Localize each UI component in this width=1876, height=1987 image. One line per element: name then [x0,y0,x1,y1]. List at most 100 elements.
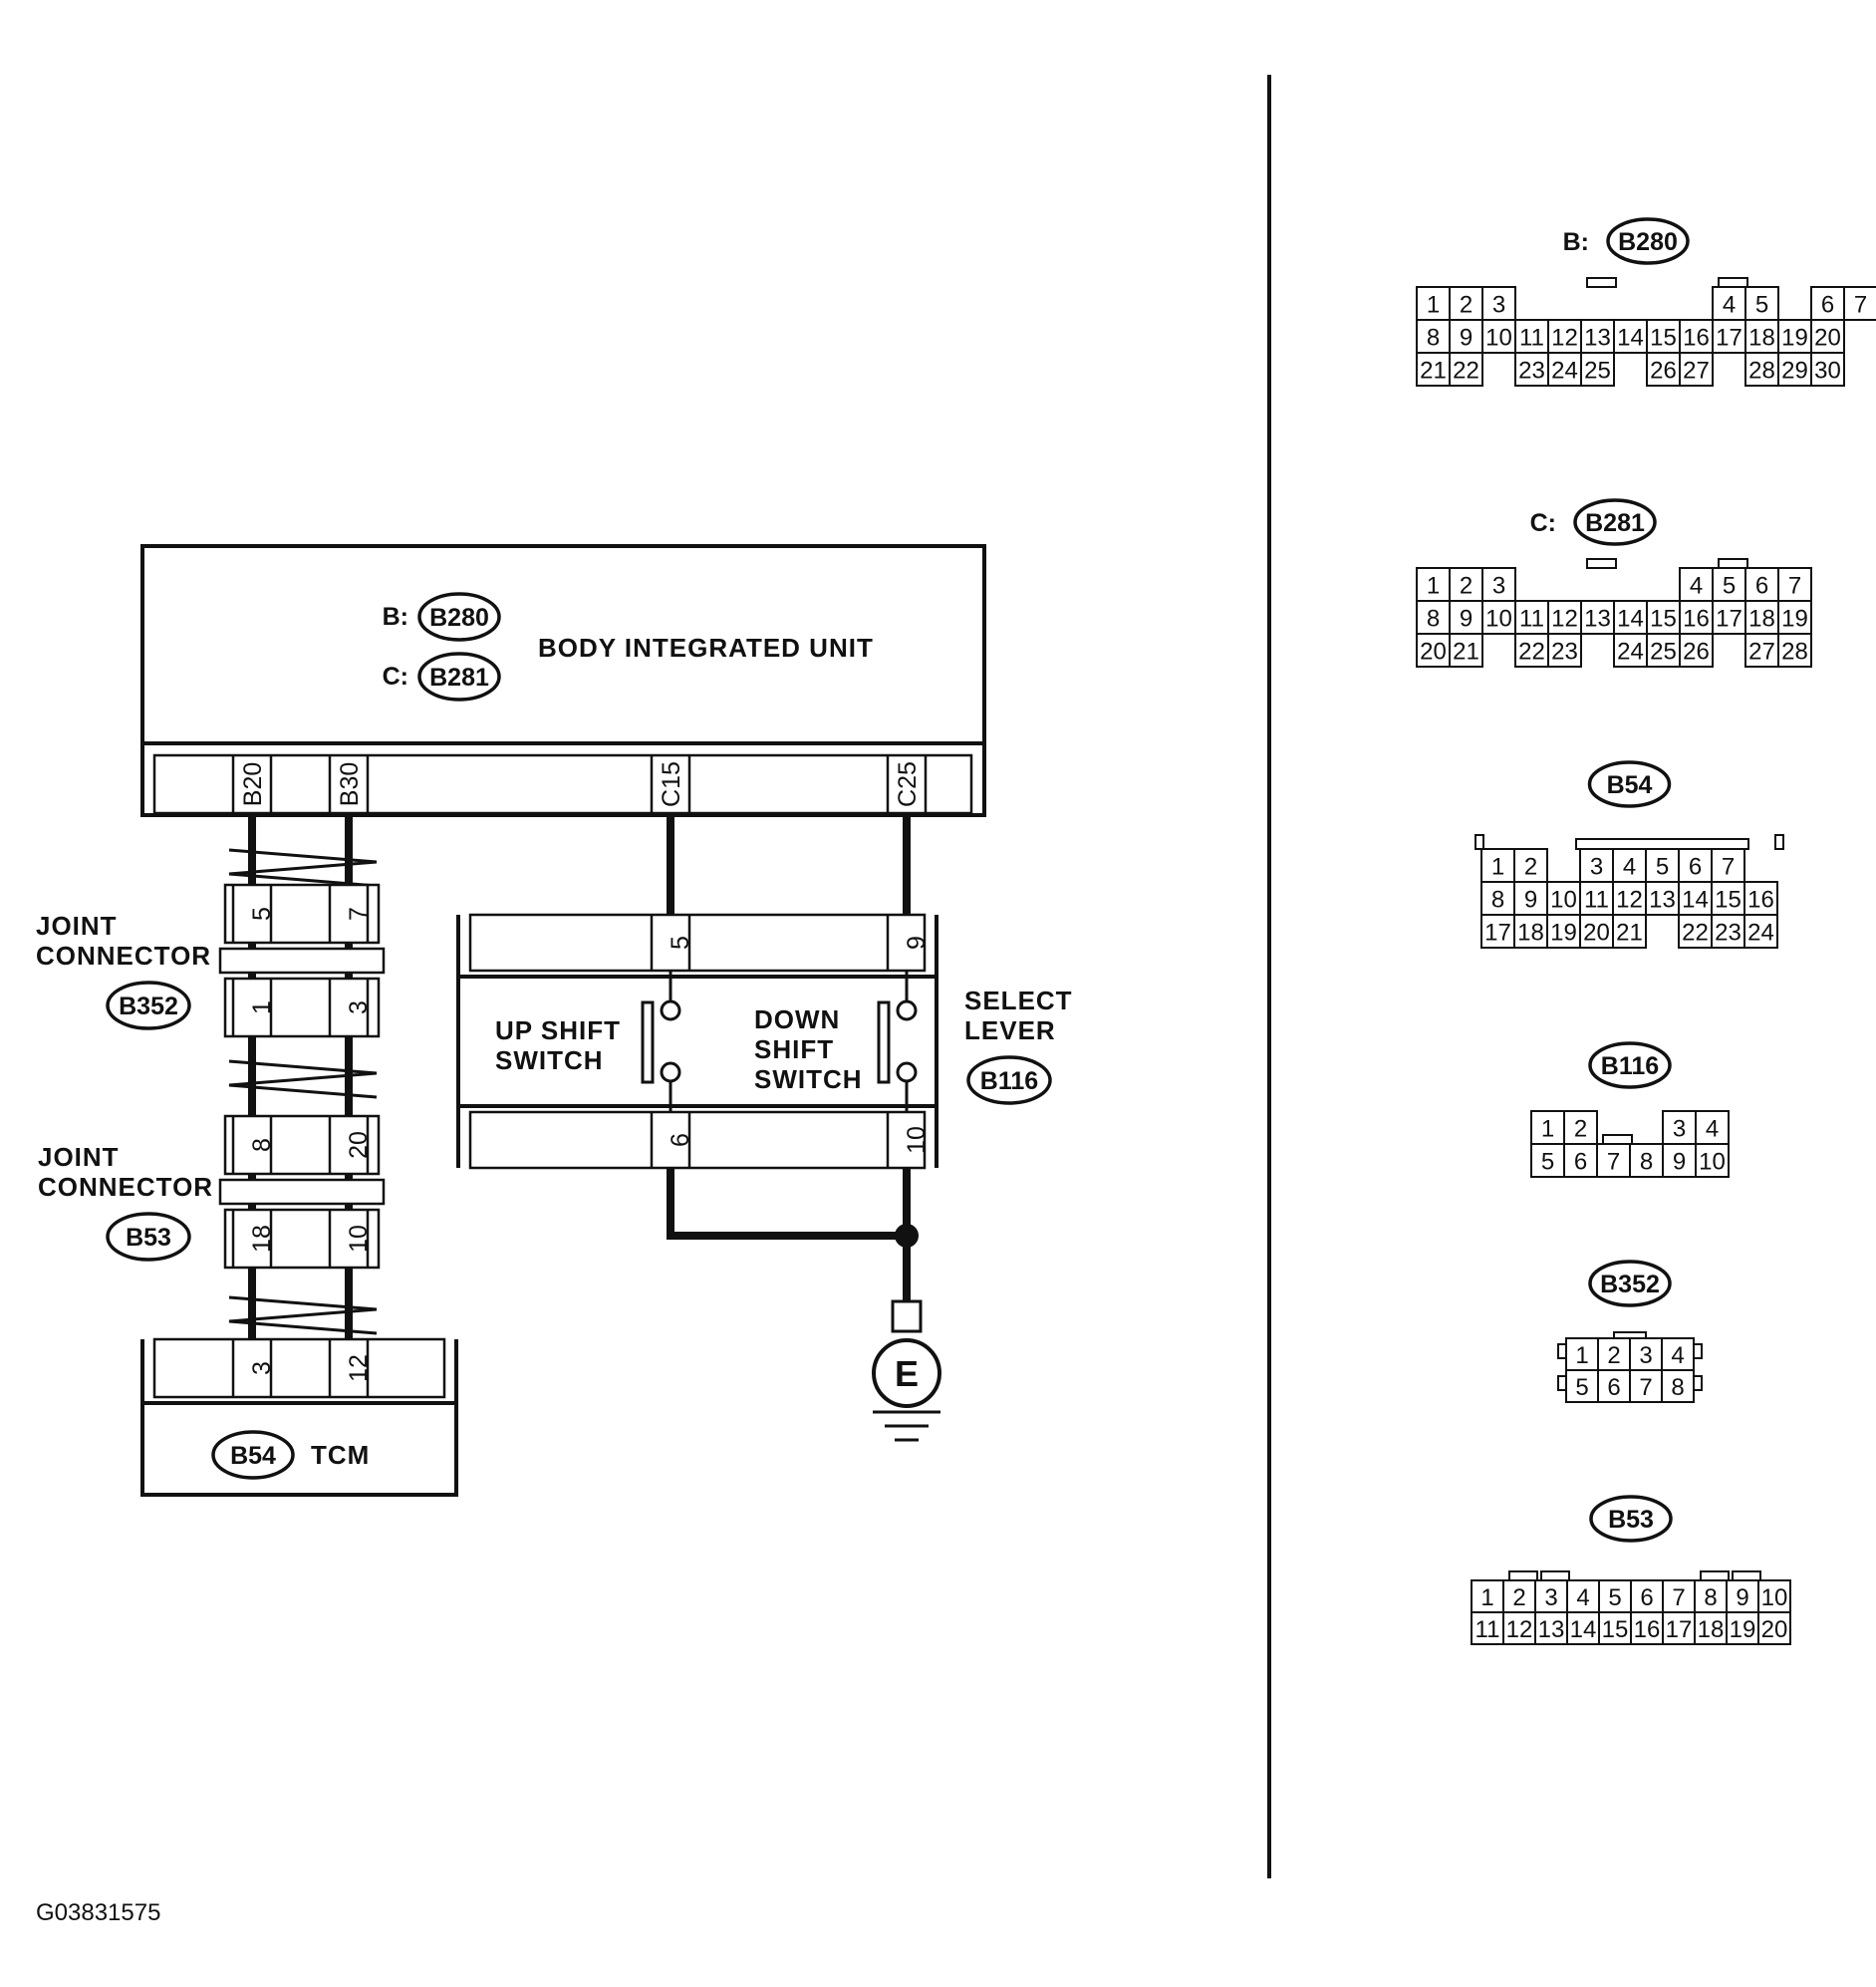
pin-number: 18 [1698,1616,1725,1643]
pin-number: 4 [1723,292,1736,319]
pin-number: 10 [1761,1584,1788,1611]
connector-cell [1530,1110,1565,1145]
b352-pin: 3 [345,1000,373,1014]
connector-cell [1678,881,1713,916]
pin-number: 14 [1617,325,1644,352]
connector-cell [1661,1337,1695,1371]
connector-cell [1843,286,1876,321]
connector-cell [1449,352,1483,387]
connector-cell [1777,352,1812,387]
connector-cell [1612,881,1647,916]
down-shift-switch-symbol [877,971,918,1112]
pin-number: 1 [1541,1116,1554,1143]
pin-number: 6 [1821,292,1834,319]
pin-number: 9 [1460,606,1473,633]
pin-number: 5 [1656,854,1669,881]
connector-lock-tab [1508,1570,1538,1581]
b352-oval [106,981,191,1030]
b352-label-line1: JOINT [36,911,118,941]
pin-number: 21 [1420,358,1447,385]
connector-cell [1480,914,1515,949]
terminal-c25: C25 [894,761,922,807]
select-lever-label-line2: LEVER [964,1015,1056,1045]
pin-number: 13 [1649,887,1676,914]
pin-number: 17 [1484,920,1511,947]
body-unit-title: BODY INTEGRATED UNIT [538,633,874,663]
view-oval [1588,1260,1672,1307]
pin-number: 8 [1671,1374,1684,1401]
conn-b281-oval [417,652,501,702]
view-prefix: C: [1530,509,1556,537]
pin-number: 23 [1551,639,1578,666]
pin-number: 20 [1583,920,1610,947]
connector-cell [1565,1369,1599,1403]
pin-number: 24 [1551,358,1578,385]
connector-cell [1598,1611,1632,1645]
pin-number: 21 [1616,920,1643,947]
connector-cell [1679,352,1714,387]
body-integrated-unit: B: B280 C: B281 BODY INTEGRATED UNIT B20… [140,544,986,817]
twisted-pair-mark [228,848,378,888]
connector-cell [1612,914,1647,949]
twisted-pair-mark [228,1059,378,1099]
pin-number: 6 [1689,854,1702,881]
b53-joint-bar [218,1178,386,1206]
pin-number: 17 [1716,325,1742,352]
pin-number: 2 [1524,854,1537,881]
connector-lock-tab [1718,558,1748,569]
pin-number: 3 [1590,854,1603,881]
pin-number: 5 [1541,1149,1554,1176]
body-unit-terminal-strip [152,753,973,815]
view-oval [1606,217,1690,265]
connector-cell [1565,1337,1599,1371]
connector-cell [1579,881,1614,916]
pin-number: 23 [1715,920,1742,947]
view-id: B280 [1618,228,1678,256]
pin-number: 17 [1666,1616,1693,1643]
connector-cell [1712,567,1746,602]
pin-number: 6 [1607,1374,1620,1401]
pin-number: 8 [1640,1149,1653,1176]
pin-number: 7 [1788,573,1801,600]
pin-number: 20 [1814,325,1841,352]
select-lever-id: B116 [980,1067,1038,1095]
connector-cell [1514,319,1549,354]
pin-number: 2 [1512,1584,1525,1611]
connector-cell [1679,633,1714,668]
pin-number: 20 [1761,1616,1788,1643]
pin-number: 12 [1616,887,1643,914]
connector-ear [1693,1343,1703,1359]
pin-number: 15 [1715,887,1742,914]
pin-number: 30 [1814,358,1841,385]
pin-number: 7 [1672,1584,1685,1611]
pin-number: 7 [1722,854,1735,881]
connector-cell [1596,1143,1631,1178]
b53-pin: 18 [248,1225,276,1253]
connector-cell [1514,352,1549,387]
pin-number: 15 [1650,606,1677,633]
pin-number: 19 [1781,606,1808,633]
pin-number: 4 [1671,1342,1684,1369]
connector-cell [1597,1369,1631,1403]
view-id: B54 [1607,771,1653,799]
connector-cell [1481,286,1516,321]
connector-cell [1678,848,1713,883]
pin-number: 3 [1492,292,1505,319]
terminal-b20: B20 [239,762,267,806]
connector-lock-tab [1718,277,1748,288]
pin-number: 12 [1506,1616,1533,1643]
joint-connector-b352: 5 7 1 3 JOINT CONNECTOR B352 [36,883,386,1038]
switch-plunger [877,1000,891,1084]
pin-number: 2 [1460,292,1473,319]
pin-number: 9 [1736,1584,1748,1611]
connector-cell [1695,1143,1730,1178]
tcm-terminal-strip [152,1337,446,1399]
connector-cell [1502,1611,1536,1645]
connector-cell [1662,1579,1696,1613]
b352-pin: 7 [345,907,373,921]
connector-lock-tab [1540,1570,1570,1581]
